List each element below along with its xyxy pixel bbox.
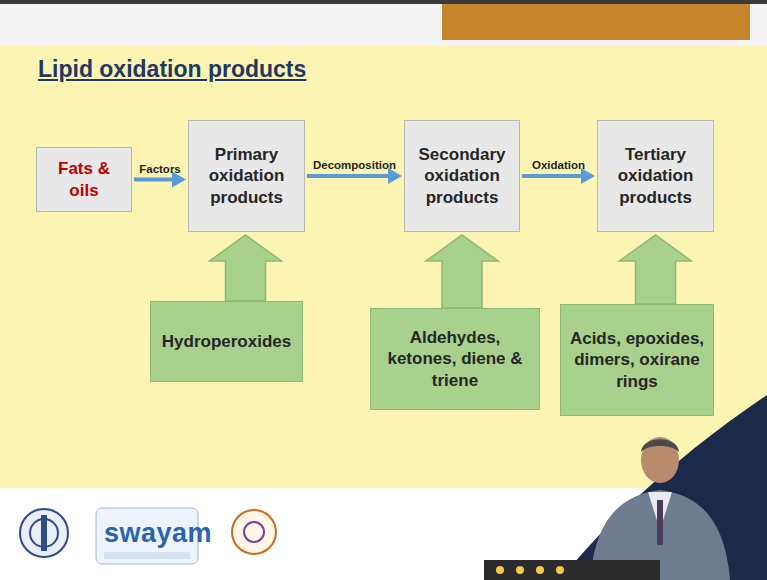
top-strip [0, 0, 767, 4]
logo-label: swayam [104, 518, 212, 549]
connector-arrow [210, 235, 282, 301]
node-text: Tertiary oxidation products [604, 144, 707, 208]
institute-logo [20, 509, 68, 557]
round-logo [232, 510, 276, 554]
connector-arrow [620, 235, 692, 304]
navy-curve [560, 395, 767, 580]
connector-arrow [426, 235, 498, 308]
orange-band [442, 4, 750, 40]
process-box: Primary oxidation products [188, 120, 305, 232]
edge-label: Decomposition [313, 159, 396, 171]
process-box: Secondary oxidation products [404, 120, 520, 232]
bottom-band [0, 488, 767, 580]
node-text: Secondary oxidation products [411, 144, 513, 208]
example-box: Hydroperoxides [150, 301, 303, 382]
slide-title: Lipid oxidation products [38, 56, 306, 83]
node-text: Hydroperoxides [162, 331, 291, 352]
node-text: Acids, epoxides, dimers, oxirane rings [567, 328, 707, 392]
input-box: Fats & oils [36, 147, 132, 212]
process-box: Tertiary oxidation products [597, 120, 714, 232]
presenter-figure [590, 437, 730, 580]
top-band [0, 0, 767, 46]
player-controls [484, 560, 660, 580]
example-box: Aldehydes, ketones, diene & triene [370, 308, 540, 410]
node-text: Primary oxidation products [195, 144, 298, 208]
example-box: Acids, epoxides, dimers, oxirane rings [560, 304, 714, 416]
node-text: Aldehydes, ketones, diene & triene [377, 327, 533, 391]
node-text: Fats & oils [43, 158, 125, 201]
edge-label: Oxidation [532, 159, 585, 171]
edge-label: Factors [139, 163, 181, 175]
